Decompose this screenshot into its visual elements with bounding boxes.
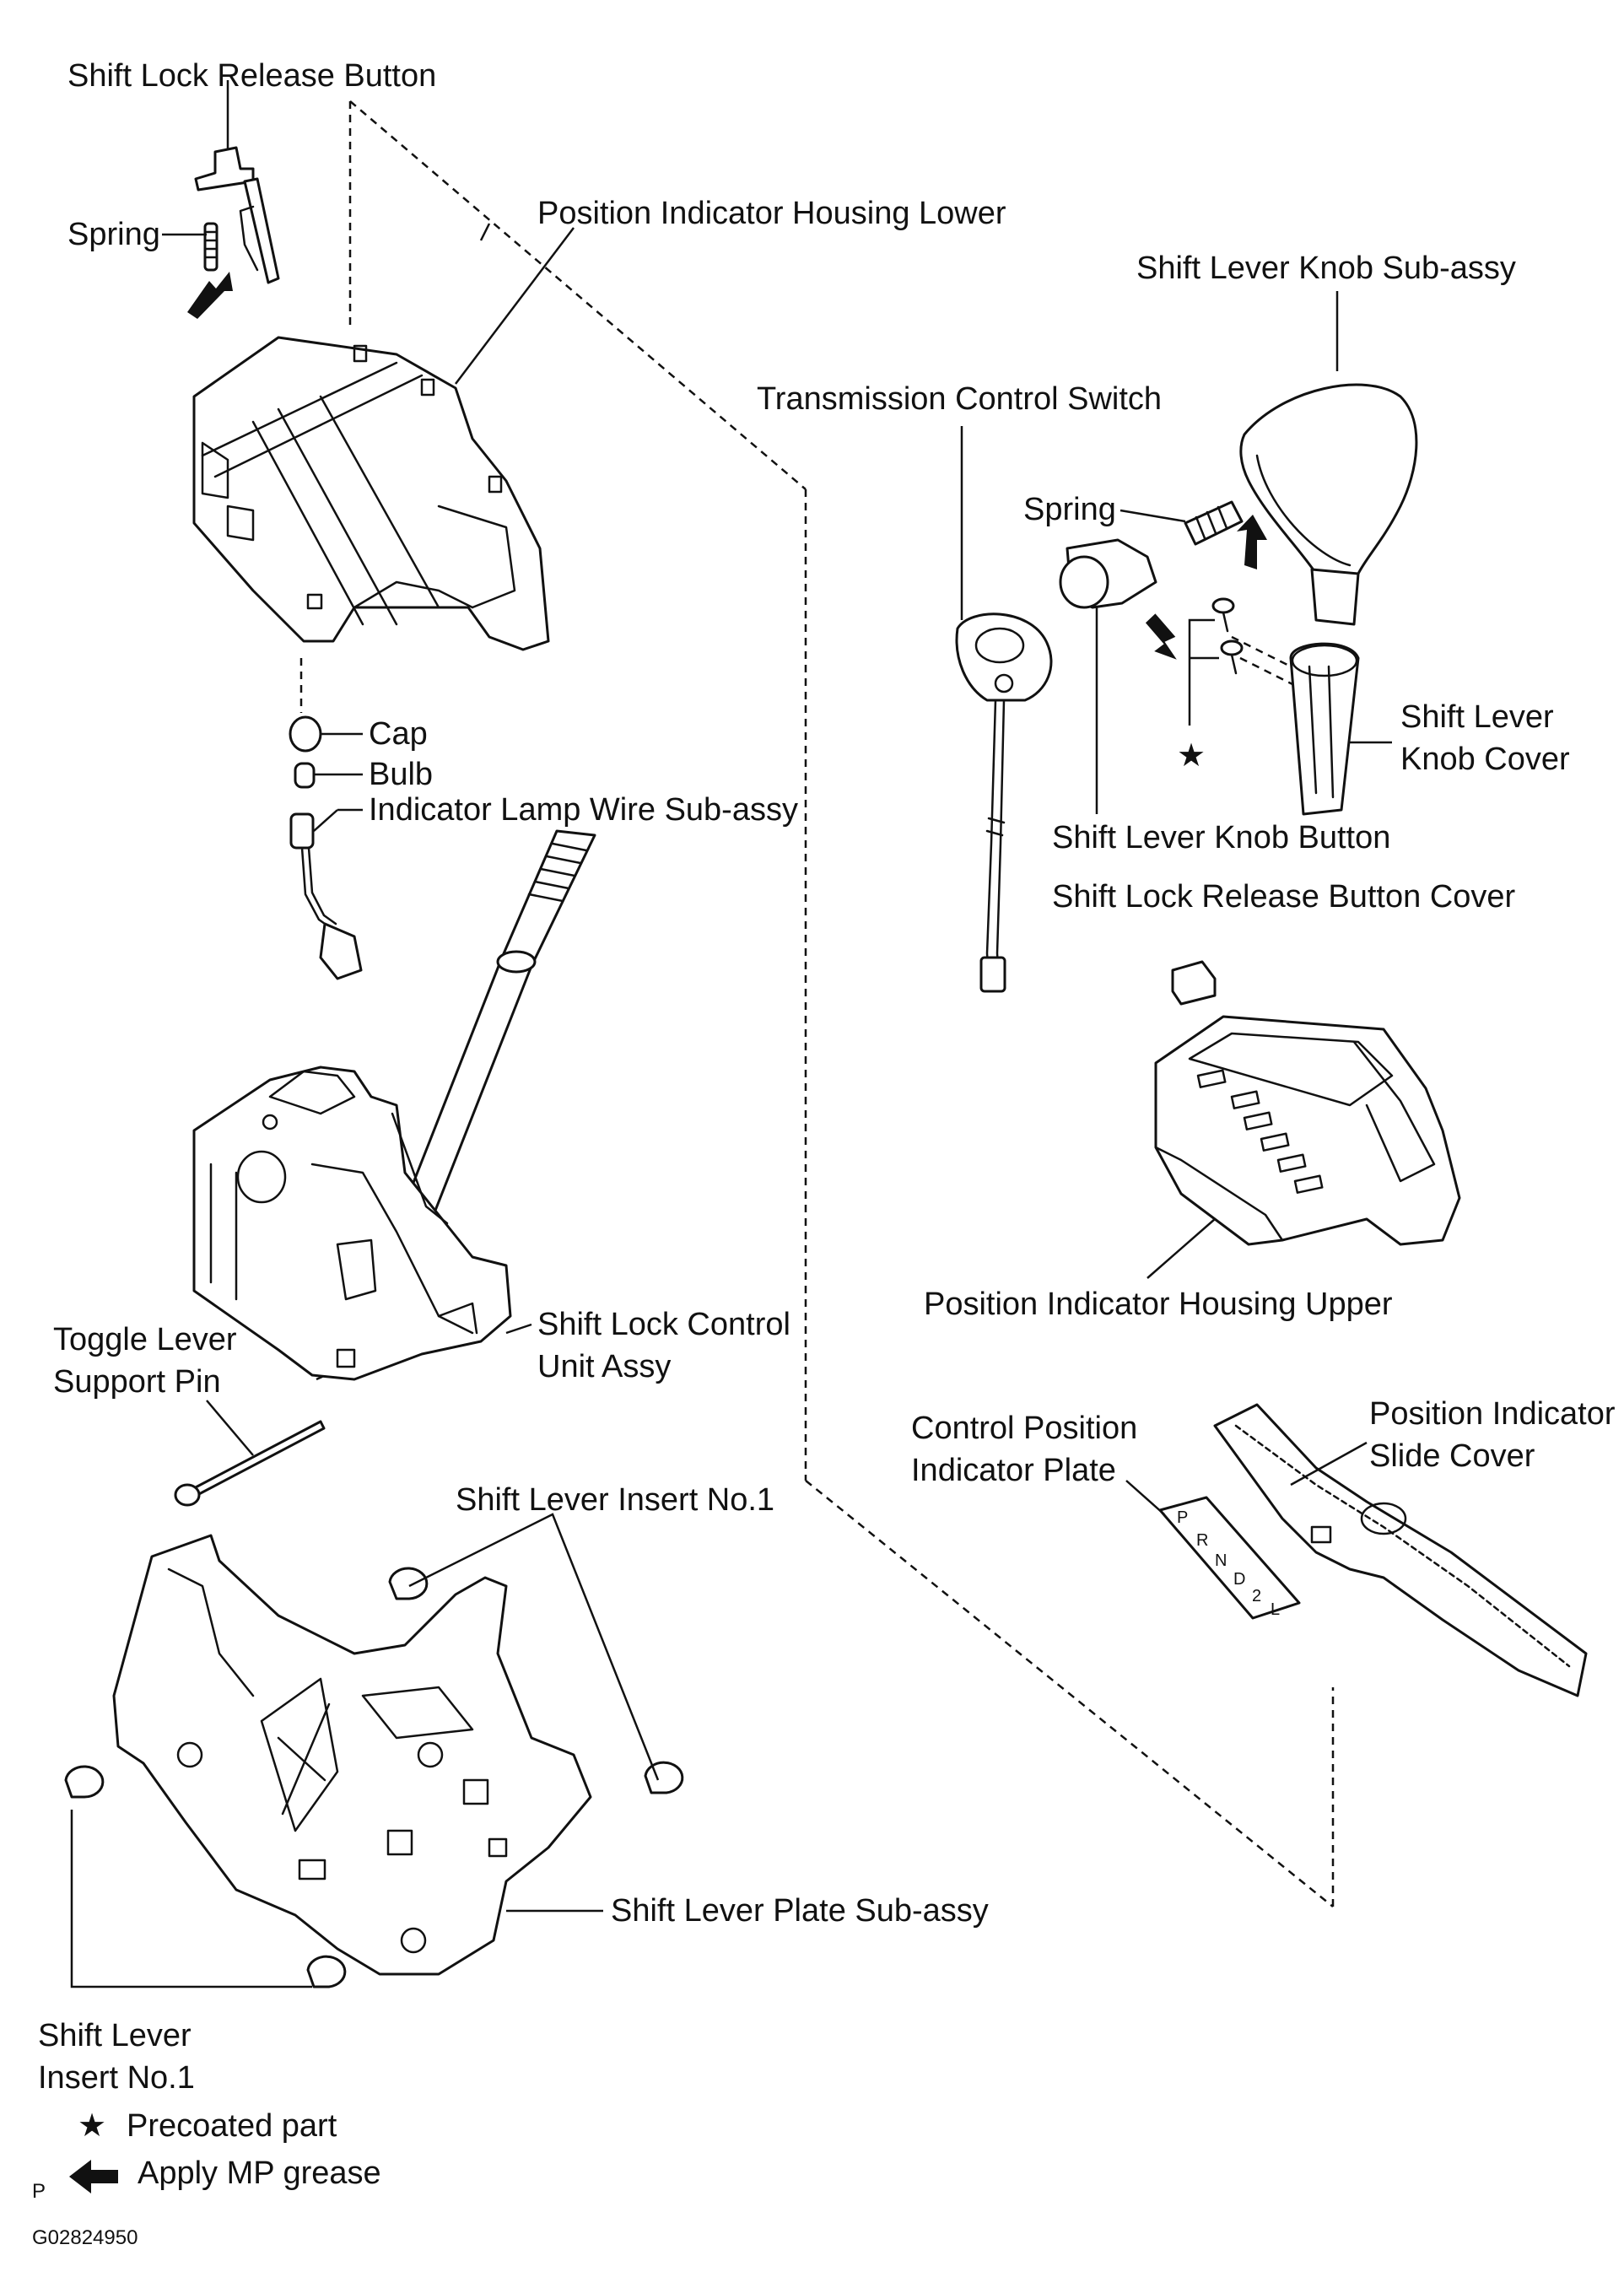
label-position-indicator-housing-lower: Position Indicator Housing Lower	[537, 196, 1006, 231]
label-shift-lock-release-button: Shift Lock Release Button	[67, 58, 436, 94]
leader-spring-right	[1120, 509, 1186, 523]
plate-mark-2: 2	[1252, 1587, 1261, 1605]
shift-lock-release-button-cover-part	[1171, 960, 1217, 1006]
leader-housing-upper	[1147, 1218, 1216, 1279]
plate-mark-r: R	[1196, 1531, 1208, 1550]
legend-precoated-label: Precoated part	[127, 2108, 337, 2144]
label-shift-lever-insert-bottom-line2: Insert No.1	[38, 2060, 195, 2096]
position-indicator-housing-upper-part	[1154, 1015, 1461, 1246]
leader-insert-bottom	[70, 1810, 312, 1988]
label-cap: Cap	[369, 716, 428, 752]
label-slide-cover-line1: Position Indicator	[1369, 1396, 1616, 1432]
label-shift-lock-control-line1: Shift Lock Control	[537, 1307, 790, 1342]
shift-lever-plate-sub-assy-part	[112, 1534, 592, 1976]
leader-indicator-plate	[1125, 1480, 1165, 1515]
cap-part	[289, 715, 322, 753]
label-transmission-control-switch: Transmission Control Switch	[757, 381, 1162, 417]
label-shift-lever-plate-sub-assy: Shift Lever Plate Sub-assy	[611, 1893, 989, 1929]
label-knob-cover-line2: Knob Cover	[1400, 742, 1570, 777]
grease-arrow-left	[187, 272, 233, 319]
label-shift-lock-release-button-cover: Shift Lock Release Button Cover	[1052, 879, 1516, 915]
indicator-lamp-wire-part	[289, 812, 363, 980]
shift-lock-control-unit-part	[192, 1066, 512, 1381]
transmission-control-switch-part	[955, 612, 1053, 993]
grease-arrow-knob-button	[1145, 613, 1177, 660]
star-marker: ★	[1177, 738, 1206, 774]
shift-lever-insert-2	[644, 1761, 684, 1794]
leader-toggle-pin	[206, 1400, 254, 1456]
shift-lever-insert-3	[64, 1765, 105, 1799]
screw-2	[1220, 639, 1244, 675]
label-shift-lever-knob-sub-assy: Shift Lever Knob Sub-assy	[1136, 251, 1516, 286]
leader-star-1	[1188, 618, 1215, 726]
screw-1	[1211, 597, 1235, 633]
leader-housing-lower-2	[455, 227, 575, 385]
label-spring-left: Spring	[67, 217, 160, 252]
label-shift-lever-knob-button: Shift Lever Knob Button	[1052, 820, 1390, 855]
leader-lamp-wire	[313, 809, 338, 832]
label-control-position-line2: Indicator Plate	[911, 1453, 1116, 1488]
plate-mark-p: P	[1177, 1508, 1188, 1527]
label-knob-cover-line1: Shift Lever	[1400, 699, 1554, 735]
label-bulb: Bulb	[369, 757, 433, 792]
label-shift-lock-control-line2: Unit Assy	[537, 1349, 671, 1384]
figure-code: G02824950	[32, 2226, 138, 2249]
label-shift-lever-insert-top: Shift Lever Insert No.1	[456, 1482, 774, 1518]
label-toggle-lever-line2: Support Pin	[53, 1364, 221, 1400]
label-control-position-line1: Control Position	[911, 1411, 1137, 1446]
spring-left-part	[203, 222, 219, 272]
label-spring-right: Spring	[1023, 492, 1116, 527]
legend-apply-grease-label: Apply MP grease	[138, 2156, 381, 2191]
grease-arrow-knob	[1237, 515, 1267, 569]
toggle-lever-support-pin-part	[174, 1420, 326, 1507]
page-marker: P	[32, 2180, 46, 2203]
spring-right-part	[1184, 500, 1244, 546]
label-toggle-lever-line1: Toggle Lever	[53, 1322, 237, 1357]
label-indicator-lamp-wire-sub-assy: Indicator Lamp Wire Sub-assy	[369, 792, 798, 828]
leader-housing-lower	[479, 223, 491, 241]
label-slide-cover-line2: Slide Cover	[1369, 1438, 1535, 1474]
bulb-part	[294, 762, 316, 789]
shift-lever-knob-part	[1239, 383, 1418, 626]
shift-lever-knob-cover-part	[1289, 642, 1360, 816]
position-indicator-slide-cover-part	[1213, 1403, 1588, 1697]
legend-star-icon: ★	[78, 2108, 106, 2144]
plate-markings: P R N D 2 L	[1177, 1508, 1280, 1619]
plate-mark-n: N	[1215, 1551, 1227, 1570]
position-indicator-housing-lower-part	[192, 336, 550, 651]
label-position-indicator-housing-upper: Position Indicator Housing Upper	[924, 1287, 1393, 1322]
shift-lever-insert-1	[388, 1567, 429, 1600]
leader-shift-lock-control	[505, 1323, 532, 1335]
control-position-indicator-plate-part	[1158, 1496, 1301, 1620]
dashed-guide-lines	[299, 100, 1335, 1907]
shift-lever-knob-button-part	[1059, 538, 1157, 609]
leader-insert-top	[408, 1513, 660, 1781]
label-shift-lever-insert-bottom-line1: Shift Lever	[38, 2018, 192, 2053]
legend: ★ Precoated part Apply MP grease	[69, 2108, 381, 2193]
plate-mark-d: D	[1233, 1570, 1245, 1589]
plate-mark-l: L	[1271, 1600, 1280, 1619]
legend-grease-arrow-icon	[69, 2160, 118, 2193]
shift-lever-insert-4	[306, 1955, 347, 1988]
leader-slide-cover	[1290, 1441, 1368, 1487]
shift-lever-rod-part	[399, 829, 596, 1225]
shift-lock-release-button-part	[194, 146, 280, 284]
